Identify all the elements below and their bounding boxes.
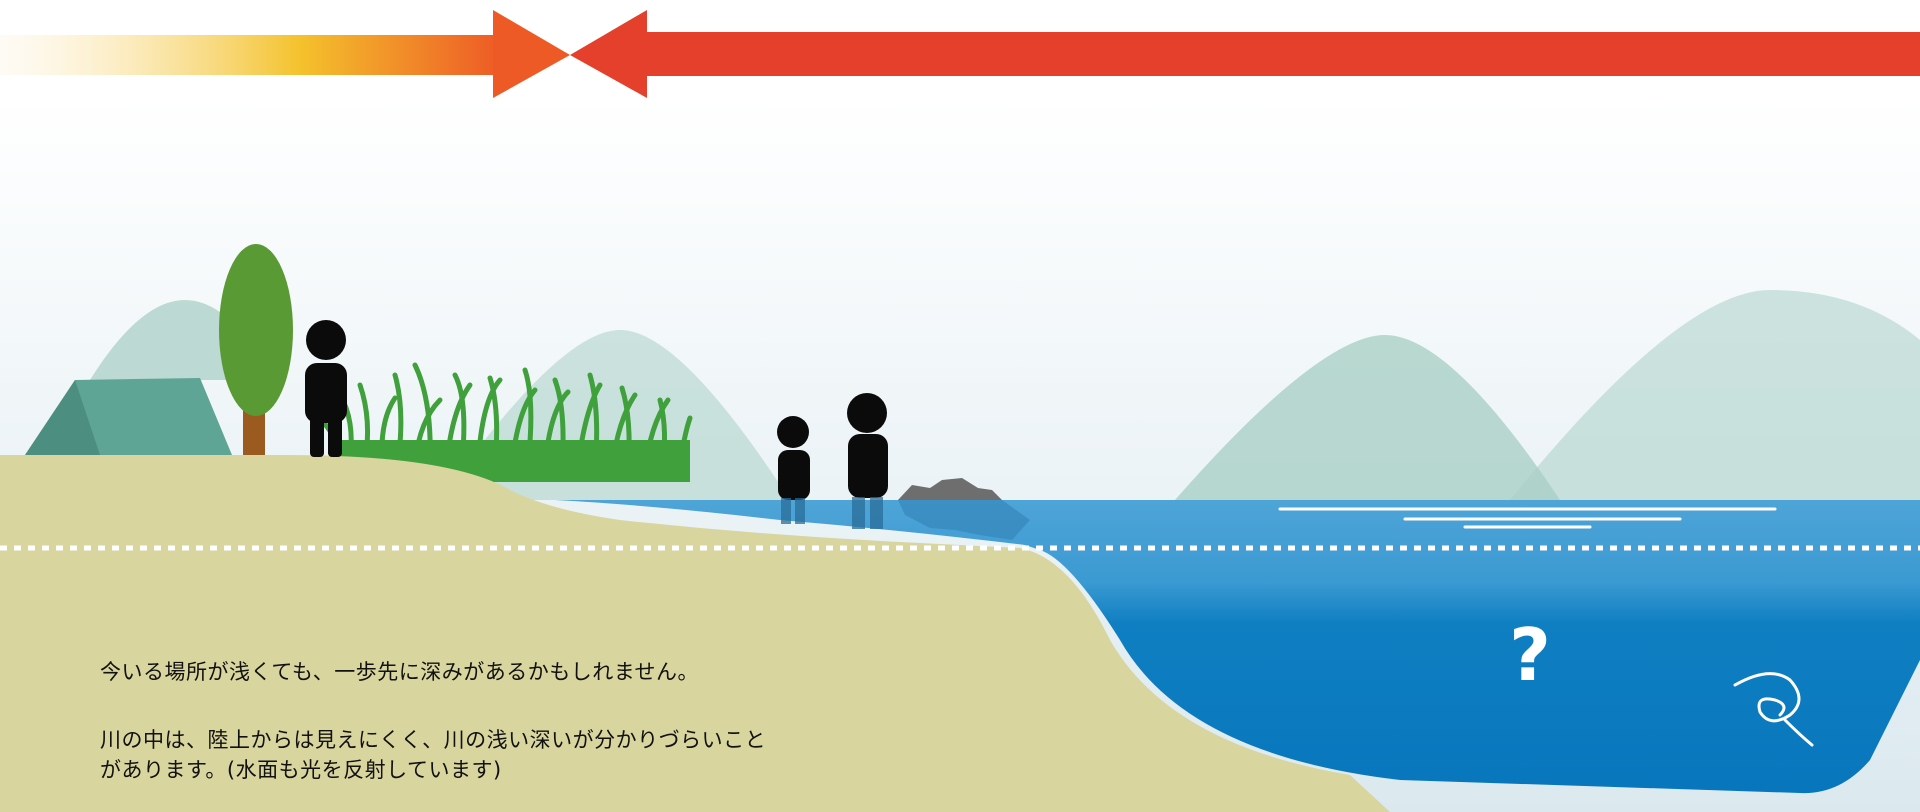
river-bank: [0, 455, 1390, 812]
person-icon: [305, 320, 347, 457]
arrow-left-icon: [570, 10, 1920, 98]
rocks-icon: [898, 478, 1030, 540]
whirlpool-icon: [1733, 672, 1814, 747]
arrow-right-icon: [0, 10, 570, 98]
caption-1: 今いる場所が浅くても、一歩先に深みがあるかもしれません。: [100, 660, 700, 684]
caption-2-line-2: があります。(水面も光を反射しています): [100, 758, 502, 782]
person-icon: [847, 393, 888, 529]
tent-icon: [25, 378, 232, 455]
water-reflection: [1278, 507, 1777, 529]
caption-2: 川の中は、陸上からは見えにくく、川の浅い深いが分かりづらいこと があります。(水…: [100, 725, 766, 785]
question-mark: ?: [1509, 613, 1551, 697]
caption-2-line-1: 川の中は、陸上からは見えにくく、川の浅い深いが分かりづらいこと: [100, 728, 767, 752]
tree-icon: [219, 244, 293, 460]
river-water: [555, 500, 1920, 794]
person-icon: [777, 416, 810, 524]
